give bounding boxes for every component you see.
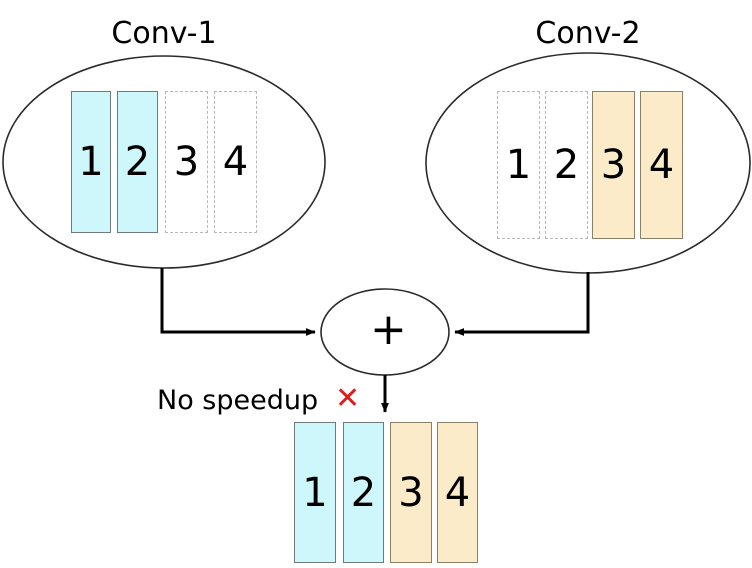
conv1-channel-4-label: 4 [222,139,249,185]
conv1-channel-1-label: 1 [78,139,104,185]
conv1-channel-2[interactable]: 2 [117,91,158,233]
conv1-channel-3[interactable]: 3 [165,91,208,233]
conv1-channel-4[interactable]: 4 [214,91,257,233]
output-channel-4-label: 4 [444,469,471,516]
conv2-channel-4[interactable]: 4 [640,91,683,239]
conv2-channel-1[interactable]: 1 [497,91,540,239]
conv2-ellipse [425,52,751,274]
conv1-channel-2-label: 2 [124,139,151,185]
output-channel-2-label: 2 [350,469,377,516]
output-channel-1[interactable]: 1 [294,422,336,563]
sum-operator-label: + [370,304,407,355]
conv1-to-sum-connector [160,268,316,336]
no-speedup-note: No speedup [157,385,319,416]
conv2-channel-3[interactable]: 3 [592,91,635,239]
conv2-channel-2-label: 2 [553,142,580,188]
conv1-channel-1[interactable]: 1 [71,91,111,233]
conv2-to-sum-connector [454,272,590,336]
cross-mark-icon: ✕ [335,381,361,416]
conv2-title: Conv-2 [535,16,641,51]
output-channel-4[interactable]: 4 [437,422,478,563]
conv2-channel-3-label: 3 [600,142,627,188]
conv1-title: Conv-1 [111,16,217,51]
output-channel-1-label: 1 [302,469,328,516]
conv2-channel-4-label: 4 [648,142,675,188]
conv2-channel-1-label: 1 [505,142,532,188]
output-channel-2[interactable]: 2 [343,422,384,563]
conv1-ellipse [2,55,326,269]
output-channel-3-label: 3 [398,469,424,516]
conv1-channel-3-label: 3 [173,139,200,185]
conv2-channel-2[interactable]: 2 [545,91,588,239]
output-channel-3[interactable]: 3 [390,422,432,563]
